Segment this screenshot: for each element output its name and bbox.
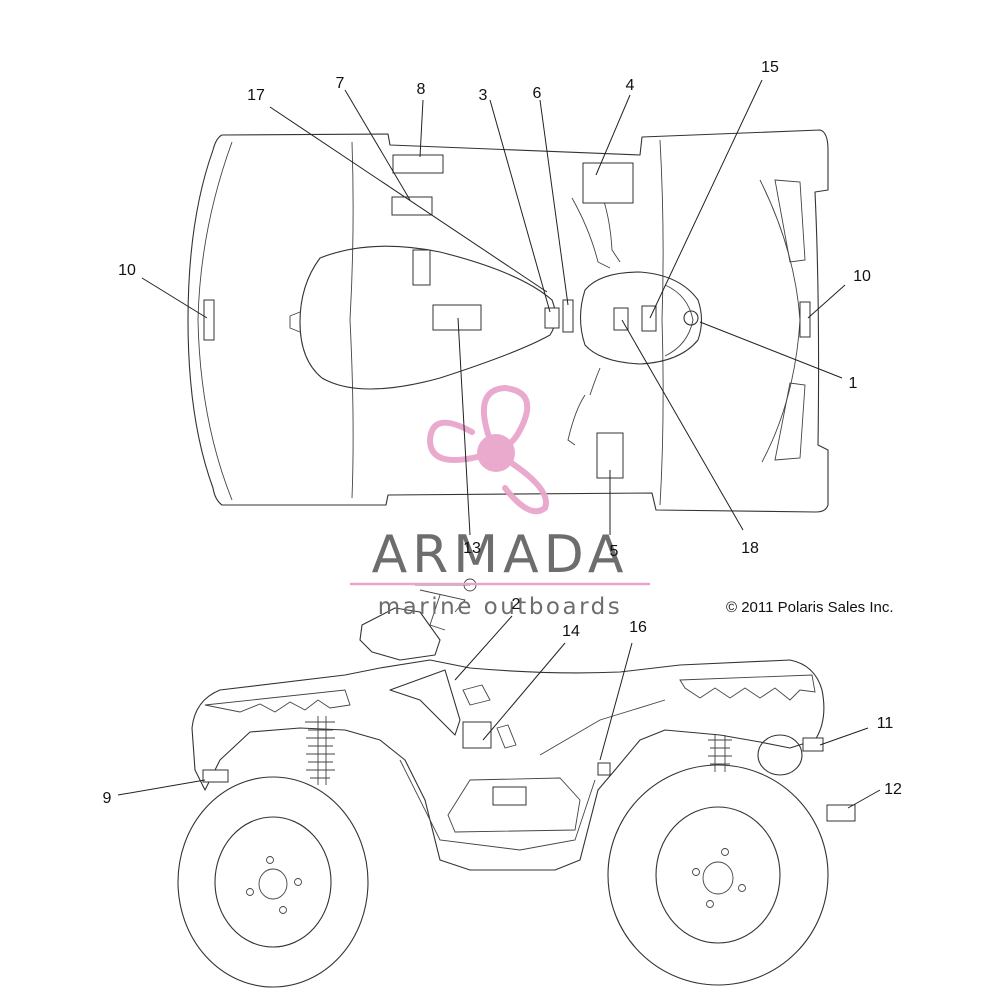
callout-14: 14 (562, 623, 580, 640)
decal-17 (412, 249, 431, 286)
callout-2: 2 (512, 596, 521, 613)
callout-11: 11 (877, 715, 894, 732)
callout-3: 3 (479, 87, 488, 104)
copyright-text: © 2011 Polaris Sales Inc. (726, 599, 894, 616)
callout-10-rear: 10 (118, 262, 136, 279)
decal-4 (582, 162, 634, 204)
callout-9: 9 (103, 790, 112, 807)
callout-4: 4 (626, 77, 635, 94)
gas-cap (683, 310, 699, 326)
callout-8: 8 (417, 81, 426, 98)
front-rack-line (659, 139, 664, 506)
decal-10-rear (203, 299, 215, 341)
armada-watermark: ARMADA marine outboards (350, 384, 650, 620)
decal-8 (392, 154, 444, 174)
callout-12: 12 (884, 781, 902, 798)
side-body-outline (191, 659, 825, 871)
frame-rail (399, 699, 666, 851)
decal-10-front (799, 301, 811, 338)
callout-labels: 1 2 3 4 5 6 7 8 9 10 10 11 12 13 14 15 1… (103, 59, 902, 807)
rear-rack-line (349, 141, 354, 499)
decal-7 (391, 196, 433, 216)
top-view-outline (187, 129, 829, 513)
decal-13 (432, 304, 482, 331)
callout-1: 1 (849, 375, 858, 392)
callout-5: 5 (610, 543, 619, 560)
decal-6 (562, 299, 574, 333)
watermark-brand: ARMADA (372, 525, 629, 585)
seat-tab (289, 311, 301, 333)
callout-16: 16 (629, 619, 647, 636)
front-wheel (607, 764, 829, 986)
callout-15: 15 (761, 59, 779, 76)
seat-outline (299, 245, 557, 390)
rear-shock (305, 716, 335, 785)
front-shock (708, 735, 732, 772)
callout-7: 7 (336, 75, 345, 92)
decal-12 (826, 804, 856, 822)
callout-18: 18 (741, 540, 759, 557)
front-fender-line (759, 179, 801, 463)
side-panel-vent (462, 684, 517, 749)
headlight-pod (664, 284, 694, 357)
decal-9 (202, 769, 229, 783)
callout-6: 6 (533, 85, 542, 102)
leader-lines (117, 79, 881, 809)
side-panel (389, 669, 461, 736)
rear-fender-trim (204, 689, 351, 713)
handlebar-pod (359, 607, 441, 661)
handlebar-lower (567, 367, 601, 446)
callout-13: 13 (463, 540, 481, 557)
rear-fender-line (197, 141, 233, 501)
rear-wheel (177, 776, 369, 988)
watermark-tagline: marine outboards (378, 594, 622, 620)
front-headlight (757, 734, 803, 776)
front-fender-trim (679, 674, 816, 701)
decal-11 (802, 737, 824, 752)
front-bumper (774, 179, 806, 461)
decal-3 (544, 307, 560, 329)
decal-16 (597, 762, 611, 776)
atv-side-view (177, 578, 856, 988)
decal-side-panel (492, 786, 527, 806)
callout-10-front: 10 (853, 268, 871, 285)
callout-17: 17 (247, 87, 265, 104)
footwell (447, 777, 581, 833)
decal-14 (462, 721, 492, 749)
cowl-outline (579, 271, 703, 365)
atv-top-view (187, 129, 829, 513)
propeller-logo-icon (426, 384, 549, 515)
